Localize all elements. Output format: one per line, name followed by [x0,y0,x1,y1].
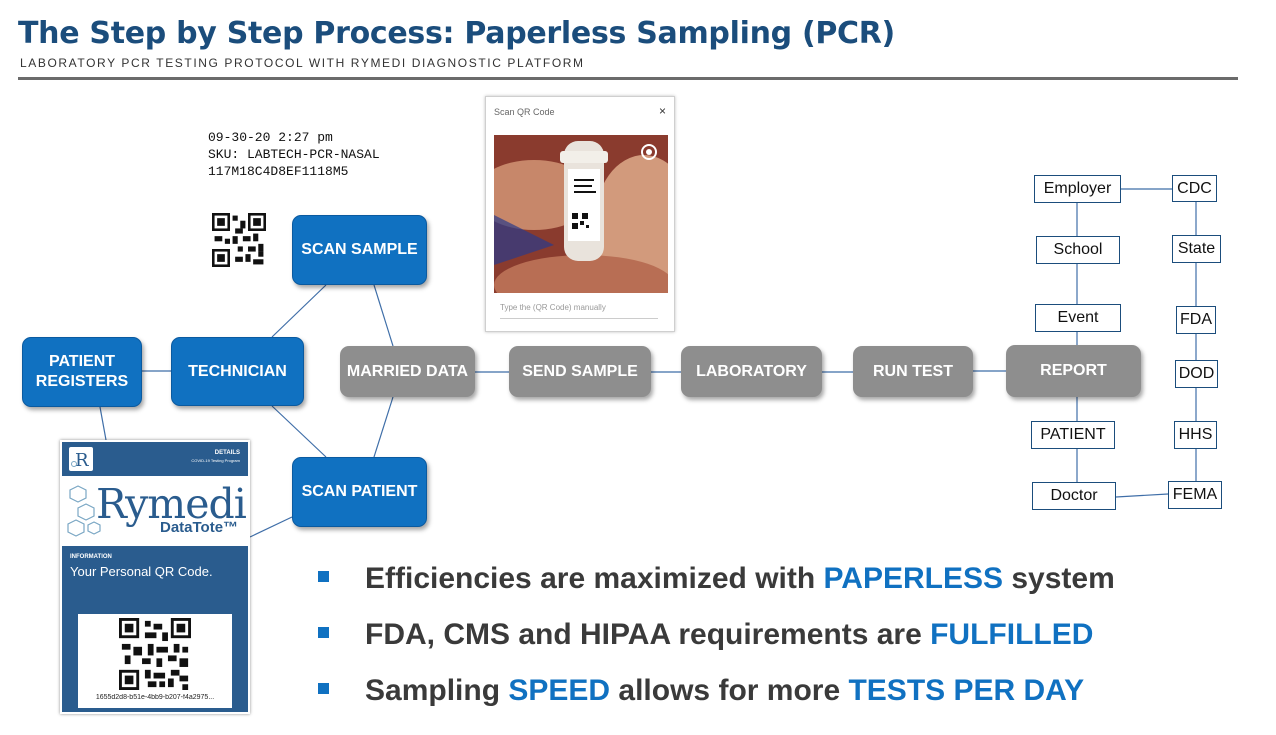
bullet-highlight: FULFILLED [930,618,1094,651]
rymedi-datatote-card: R DETAILS COVID-19 Testing Program Rymed… [60,440,250,714]
state-tag: State [1172,235,1221,263]
sample-tube-photo [494,135,668,293]
scan-sample-node: SCAN SAMPLE [292,215,427,285]
scan-dialog-title: Scan QR Code [494,107,555,117]
report-node: REPORT [1006,345,1141,397]
fema-tag: FEMA [1168,481,1222,509]
card-program-label: COVID-19 Testing Program [191,458,240,463]
svg-text:R: R [75,450,89,471]
employer-tag: Employer [1034,175,1121,203]
event-tag: Event [1035,304,1121,332]
personal-qr-id: 1655d2d8-b51e-4bb9-b207-f4a2975... [95,694,215,701]
close-icon[interactable]: × [658,104,666,118]
card-info-text: Your Personal QR Code. [70,564,213,579]
card-info-panel: INFORMATION Your Personal QR Code. [62,546,248,712]
card-product-name: DataTote™ [160,519,239,536]
scan-qr-dialog: Scan QR Code × Type the (QR Code) manual… [485,96,675,332]
card-header-bar: R DETAILS COVID-19 Testing Program [62,442,248,476]
fda-tag: FDA [1176,306,1216,334]
card-brand-name: Rymedi [96,480,247,528]
bullet-text: FDA, CMS and HIPAA requirements are [365,618,931,651]
molecule-graphic-icon [67,485,101,537]
qr-manual-input[interactable]: Type the (QR Code) manually [500,303,658,319]
laboratory-node: LABORATORY [681,346,822,397]
school-tag: School [1036,236,1120,264]
bullet-text: Efficiencies are maximized with [365,562,824,595]
page-title: The Step by Step Process: Paperless Samp… [18,16,895,51]
cdc-tag: CDC [1172,175,1217,202]
bullet-text: allows for more [610,674,849,707]
scan-patient-node: SCAN PATIENT [292,457,427,527]
doctor-tag: Doctor [1032,482,1116,510]
sample-qr-code-icon [212,213,266,267]
hhs-tag: HHS [1174,421,1217,449]
bullet-square-icon [318,570,329,582]
dod-tag: DOD [1175,360,1218,388]
bullet-square-icon [318,682,329,694]
camera-preview [494,135,668,293]
rymedi-logo-icon: R [69,447,93,471]
page-subtitle: LABORATORY PCR TESTING PROTOCOL WITH RYM… [20,56,585,70]
sample-label-sku: SKU: LABTECH-PCR-NASAL [208,147,380,162]
run-test-node: RUN TEST [853,346,973,397]
bullet-fulfilled: FDA, CMS and HIPAA requirements are FULF… [318,618,1093,652]
card-info-label: INFORMATION [70,554,112,560]
bullet-text: Sampling [365,674,509,707]
sample-label-code: 117M18C4D8EF1118M5 [208,164,349,179]
bullet-text: system [1003,562,1115,595]
bullet-speed: Sampling SPEED allows for more TESTS PER… [318,674,1084,708]
patient-tag: PATIENT [1031,421,1115,449]
sample-label-timestamp: 09-30-20 2:27 pm [208,130,333,145]
personal-qr-code-icon [119,618,191,690]
patient-registers-node: PATIENT REGISTERS [22,337,142,407]
bullet-highlight: SPEED [508,674,611,707]
technician-node: TECHNICIAN [171,337,304,406]
married-data-node: MARRIED DATA [340,346,475,397]
bullet-highlight: PAPERLESS [823,562,1004,595]
bullet-highlight: TESTS PER DAY [848,674,1085,707]
personal-qr-box: 1655d2d8-b51e-4bb9-b207-f4a2975... [78,614,232,708]
bullet-square-icon [318,626,329,638]
card-details-label: DETAILS [214,450,240,456]
send-sample-node: SEND SAMPLE [509,346,651,397]
bullet-paperless: Efficiencies are maximized with PAPERLES… [318,562,1115,596]
header-divider [18,77,1238,80]
